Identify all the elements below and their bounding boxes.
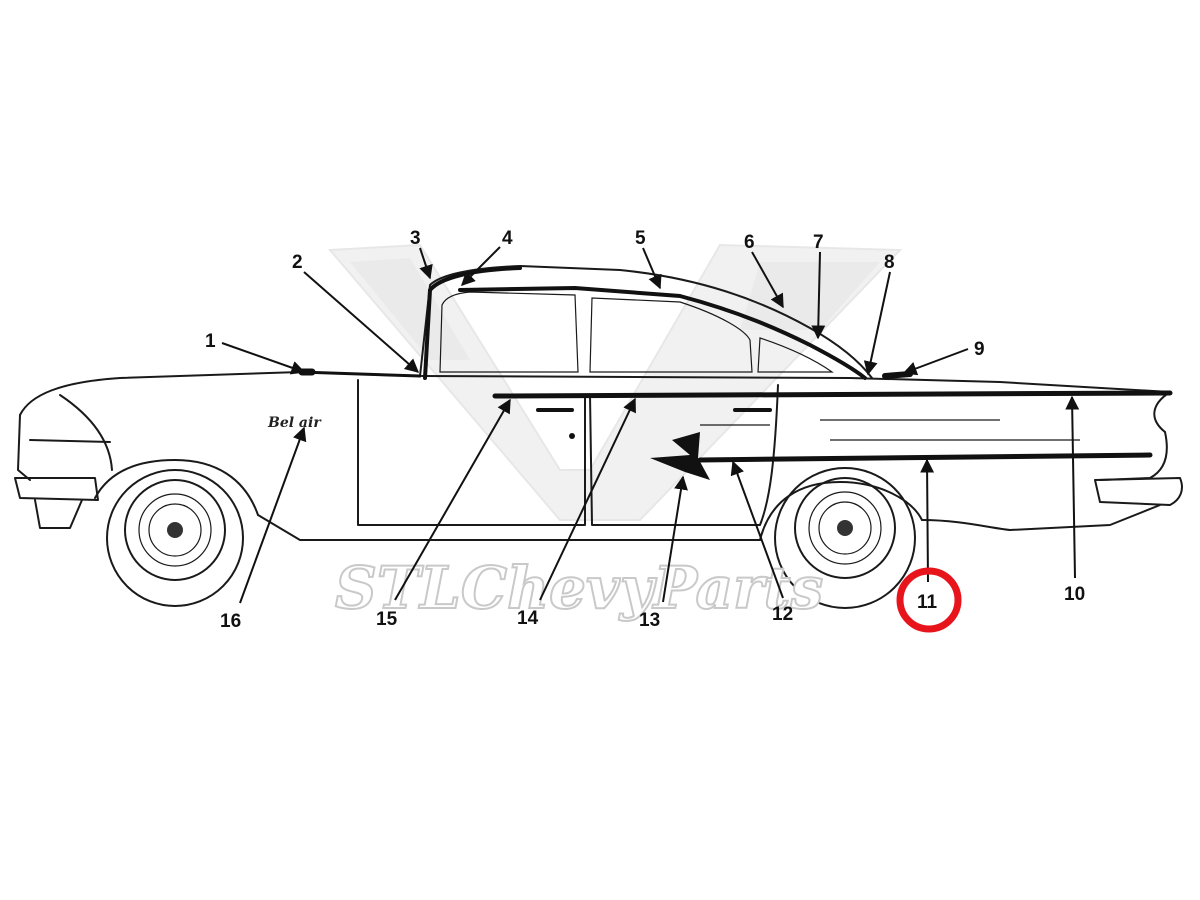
- callout-9: 9: [974, 339, 985, 360]
- callout-7: 7: [813, 232, 824, 253]
- callout-12: 12: [772, 604, 793, 625]
- highlight-circle: [896, 567, 962, 633]
- callout-10: 10: [1064, 584, 1085, 605]
- watermark-logo: [327, 243, 903, 521]
- callout-2: 2: [292, 252, 303, 273]
- callout-3: 3: [410, 228, 421, 249]
- bel-air-badge: Bel air: [267, 415, 322, 431]
- callout-4: 4: [502, 228, 513, 249]
- trim-moldings: [298, 266, 1173, 480]
- callout-14: 14: [517, 608, 539, 629]
- watermark-text: STLChevyParts: [335, 554, 823, 622]
- callout-15: 15: [376, 609, 398, 630]
- callout-6: 6: [744, 232, 755, 253]
- rear-wheel: [774, 467, 916, 609]
- callout-5: 5: [635, 228, 646, 249]
- callout-1: 1: [205, 331, 216, 352]
- callout-16: 16: [220, 611, 241, 632]
- callout-8: 8: [884, 252, 895, 273]
- callout-labels: 1 2 3 4 5 6 7 8 9 10 11 12 13 14 15 16: [205, 228, 1085, 632]
- front-wheel: [106, 469, 244, 607]
- callout-11: 11: [917, 592, 938, 613]
- leader-lines: [221, 246, 1080, 604]
- callout-13: 13: [639, 610, 660, 631]
